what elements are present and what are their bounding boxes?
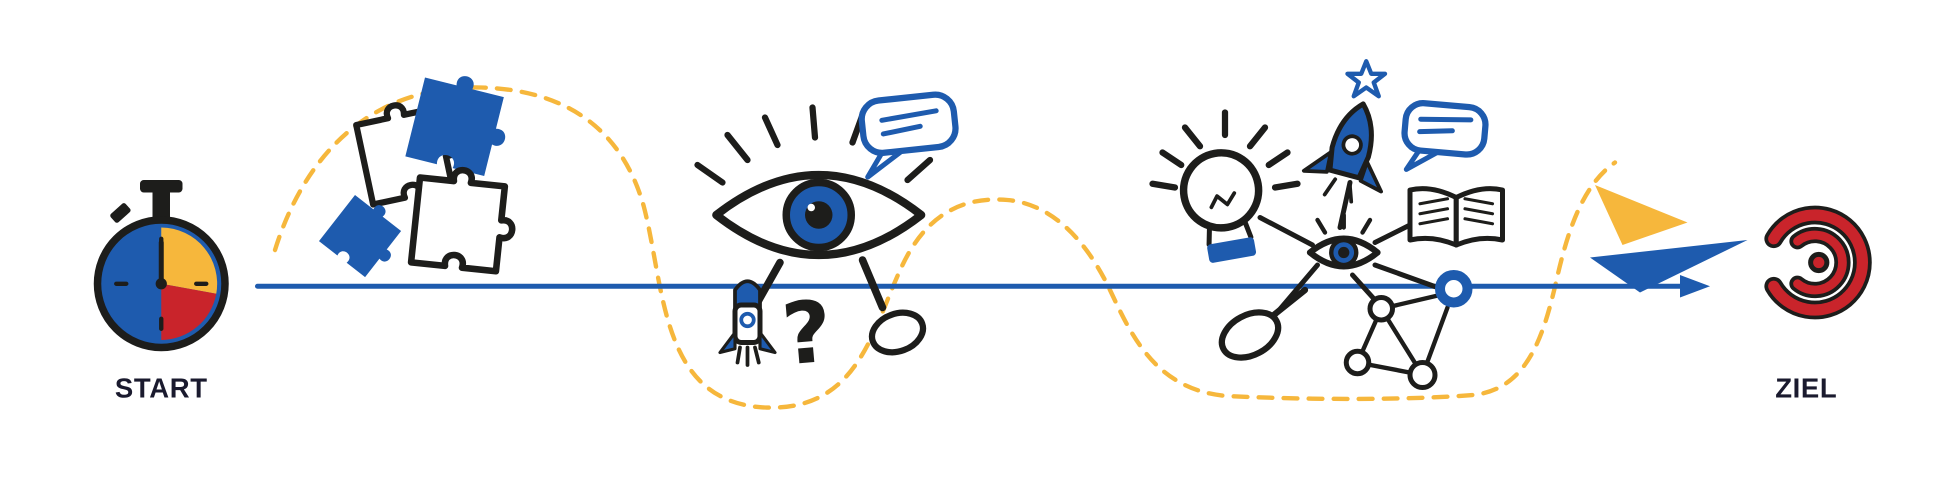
dashed-journey-path <box>272 85 1618 410</box>
timeline-arrow <box>255 275 1710 298</box>
arrowhead-icon <box>1680 275 1710 298</box>
walking-eye-icon: ? <box>694 91 959 386</box>
rocket-icon <box>718 279 777 367</box>
start-label: START <box>115 373 208 404</box>
ziel-label: ZIEL <box>1775 373 1837 404</box>
speech-bubble-icon <box>858 91 959 180</box>
small-eye-icon <box>1306 212 1381 270</box>
question-mark: ? <box>778 283 836 386</box>
paper-plane-icon <box>1590 185 1748 293</box>
idea-magnifier-icon <box>1218 286 1309 361</box>
cluster-connectors <box>1257 180 1440 318</box>
node-on-line-icon <box>1435 270 1473 308</box>
idea-cluster <box>1149 59 1505 391</box>
idea-speech-bubble-icon <box>1401 100 1489 172</box>
star-icon <box>1345 59 1388 99</box>
puzzle-pieces-icon <box>318 66 518 283</box>
open-book-icon <box>1407 186 1505 248</box>
network-nodes-icon <box>1343 292 1450 391</box>
target-swirl-icon <box>1764 205 1872 320</box>
lightbulb-icon <box>1149 109 1301 263</box>
magnifier-icon <box>868 309 927 356</box>
stopwatch-icon <box>93 180 229 352</box>
idea-rocket-icon <box>1301 101 1383 204</box>
